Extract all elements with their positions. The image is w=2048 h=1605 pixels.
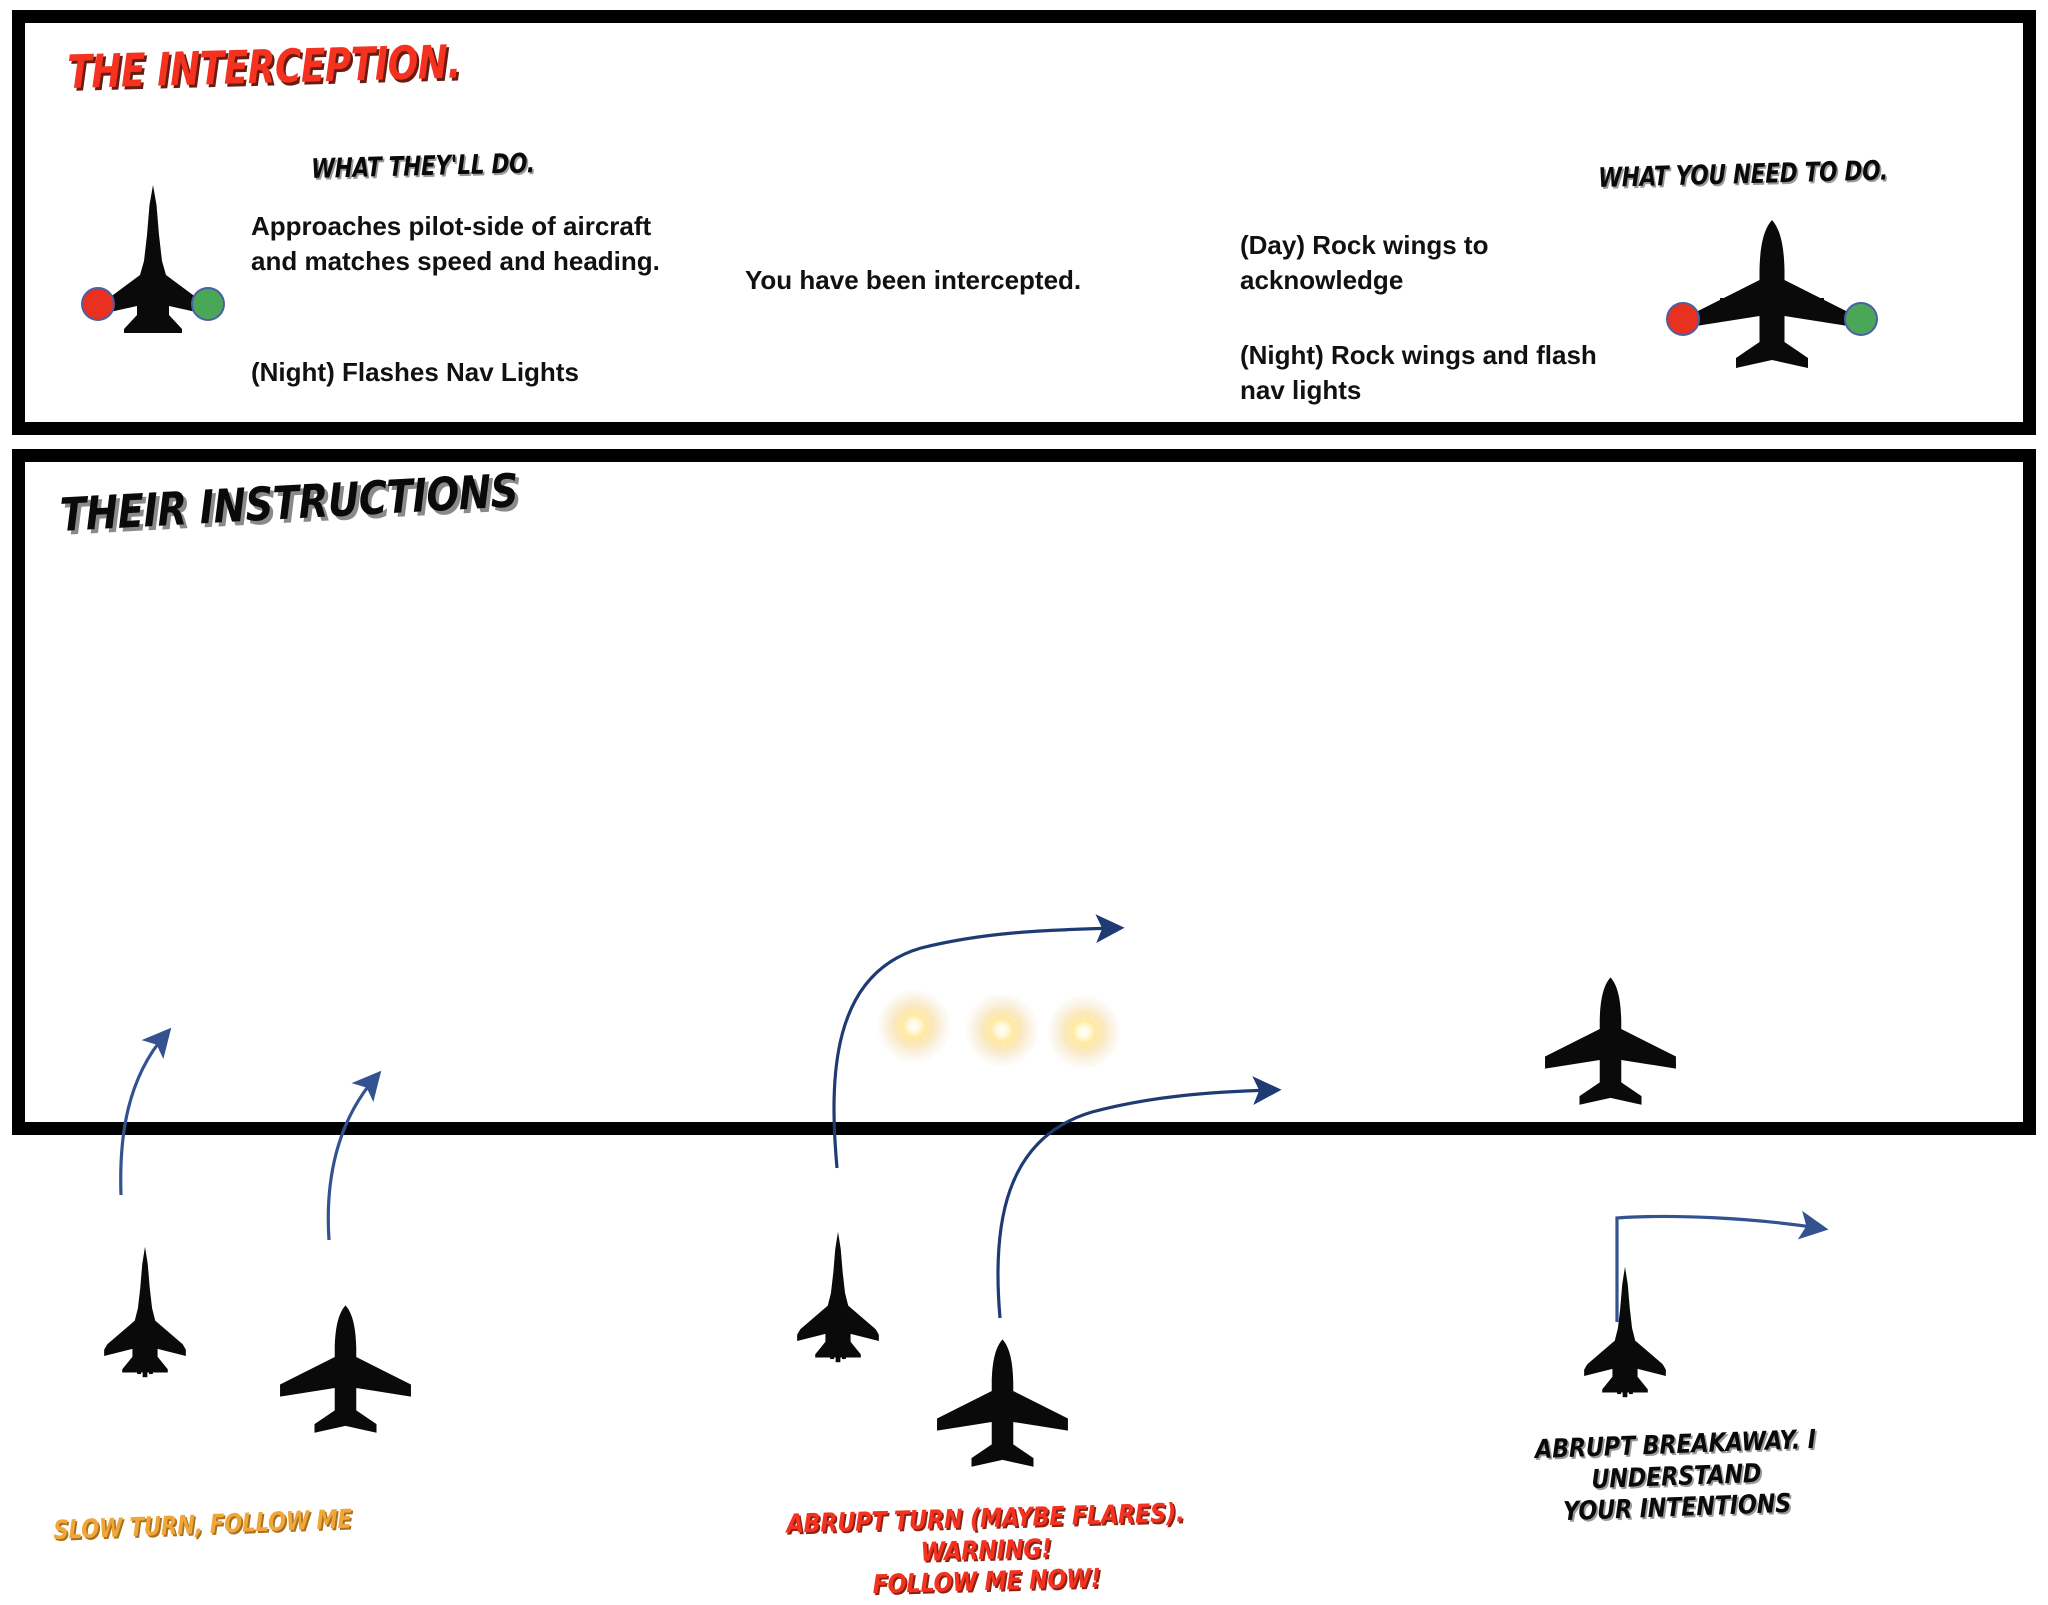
airliner-icon	[1533, 972, 1688, 1117]
flare-icon	[1047, 995, 1121, 1069]
heading-what-theyll-do: WHAT THEY'LL DO.	[310, 148, 535, 185]
fighter-jet-icon	[783, 1227, 893, 1367]
copy-approach: Approaches pilot-side of aircraft and ma…	[251, 211, 660, 276]
copy-night-nav-lights: (Night) Flashes Nav Lights	[251, 357, 579, 387]
flare-icon	[877, 989, 951, 1063]
caption-slow-turn: SLOW TURN, FOLLOW ME	[53, 1504, 353, 1546]
copy-you-have-been-intercepted: You have been intercepted.	[745, 265, 1082, 295]
copy-day-rock-wings: (Day) Rock wings to acknowledge	[1240, 230, 1489, 295]
caption-abrupt-breakaway: ABRUPT BREAKAWAY. I UNDERSTAND YOUR INTE…	[1534, 1424, 1817, 1528]
caption-abrupt-turn: ABRUPT TURN (MAYBE FLARES). WARNING! FOL…	[786, 1498, 1185, 1601]
airliner-icon	[1666, 218, 1878, 378]
heading-what-you-need-to-do: WHAT YOU NEED TO DO.	[1597, 155, 1889, 194]
copy-night-rock-wings: (Night) Rock wings and flash nav lights	[1240, 340, 1597, 405]
fighter-jet-icon	[1570, 1262, 1680, 1402]
nav-light-green-icon	[191, 287, 225, 321]
page-title: THE INTERCEPTION.	[66, 34, 462, 99]
arrow-sharp-curve-lower-icon	[980, 1050, 1310, 1320]
nav-light-green-icon	[1844, 302, 1878, 336]
flare-icon	[965, 993, 1039, 1067]
airliner-icon	[268, 1300, 423, 1445]
nav-light-red-icon	[1666, 302, 1700, 336]
panel-their-instructions: THEIR INSTRUCTIONS	[12, 449, 2036, 1601]
panel-the-interception: THE INTERCEPTION. WHAT THEY'LL DO. WHAT …	[12, 10, 2036, 435]
heading-their-instructions: THEIR INSTRUCTIONS	[58, 463, 519, 542]
fighter-jet-icon	[81, 183, 225, 333]
nav-light-red-icon	[81, 287, 115, 321]
fighter-jet-icon	[90, 1242, 200, 1382]
arrow-curve-left-icon	[103, 1017, 223, 1197]
airliner-icon	[925, 1334, 1080, 1479]
arrow-sharp-curve-upper-icon	[795, 910, 1155, 1170]
arrow-curve-right-icon	[315, 1062, 435, 1242]
interception-poster: THE INTERCEPTION. WHAT THEY'LL DO. WHAT …	[0, 0, 2048, 1147]
